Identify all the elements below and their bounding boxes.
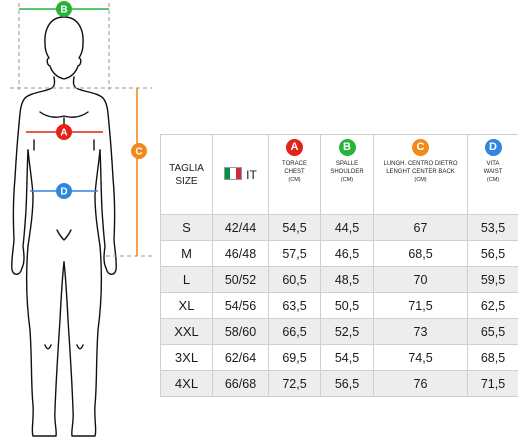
table-row: XXL 58/60 66,5 52,5 73 65,5 bbox=[160, 318, 518, 345]
table-row: 3XL 62/64 69,5 54,5 74,5 68,5 bbox=[160, 344, 518, 371]
cell-chest: 72,5 bbox=[268, 370, 321, 397]
cell-shoulder: 46,5 bbox=[320, 240, 374, 267]
cell-it: 58/60 bbox=[212, 318, 269, 345]
marker-b-badge: B bbox=[338, 139, 356, 156]
cell-length: 76 bbox=[373, 370, 468, 397]
marker-d-label: D bbox=[60, 187, 67, 198]
cell-length: 68,5 bbox=[373, 240, 468, 267]
cell-it: 54/56 bbox=[212, 292, 269, 319]
cell-it: 46/48 bbox=[212, 240, 269, 267]
marker-c-badge: C bbox=[412, 139, 429, 156]
table-header-row: TAGLIA SIZE IT A TORACE CHEST (CM) B SPA… bbox=[160, 134, 518, 215]
table-row: S 42/44 54,5 44,5 67 53,5 bbox=[160, 214, 518, 241]
table-row: 4XL 66/68 72,5 56,5 76 71,5 bbox=[160, 370, 518, 397]
table-row: XL 54/56 63,5 50,5 71,5 62,5 bbox=[160, 292, 518, 319]
table-row: M 46/48 57,5 46,5 68,5 56,5 bbox=[160, 240, 518, 267]
cell-waist: 65,5 bbox=[467, 318, 518, 345]
cell-it: 50/52 bbox=[212, 266, 269, 293]
marker-a-badge: A bbox=[286, 139, 303, 156]
cell-it: 62/64 bbox=[212, 344, 269, 371]
header-chest: A TORACE CHEST (CM) bbox=[268, 134, 321, 215]
cell-waist: 68,5 bbox=[467, 344, 518, 371]
marker-b-label: B bbox=[60, 5, 67, 16]
cell-chest: 69,5 bbox=[268, 344, 321, 371]
cell-size: M bbox=[160, 240, 213, 267]
cell-waist: 71,5 bbox=[467, 370, 518, 397]
cell-size: 3XL bbox=[160, 344, 213, 371]
cell-chest: 57,5 bbox=[268, 240, 321, 267]
marker-a-label: A bbox=[60, 128, 67, 139]
header-waist: D VITA WAIST (CM) bbox=[467, 134, 518, 215]
cell-waist: 56,5 bbox=[467, 240, 518, 267]
shoulder-measure-line: B bbox=[18, 1, 110, 90]
body-measurement-figure: B C A D bbox=[10, 1, 152, 437]
cell-chest: 54,5 bbox=[268, 214, 321, 241]
cell-chest: 60,5 bbox=[268, 266, 321, 293]
human-outline-icon bbox=[11, 16, 117, 437]
cell-length: 70 bbox=[373, 266, 468, 293]
waist-measure-line: D bbox=[30, 183, 98, 199]
cell-size: 4XL bbox=[160, 370, 213, 397]
cell-shoulder: 48,5 bbox=[320, 266, 374, 293]
cell-shoulder: 56,5 bbox=[320, 370, 374, 397]
cell-chest: 63,5 bbox=[268, 292, 321, 319]
cell-shoulder: 50,5 bbox=[320, 292, 374, 319]
cell-size: XXL bbox=[160, 318, 213, 345]
chest-measure-line: A bbox=[26, 124, 103, 140]
length-measure-line: C bbox=[10, 87, 152, 257]
cell-chest: 66,5 bbox=[268, 318, 321, 345]
table-row: L 50/52 60,5 48,5 70 59,5 bbox=[160, 266, 518, 293]
cell-shoulder: 44,5 bbox=[320, 214, 374, 241]
cell-length: 67 bbox=[373, 214, 468, 241]
cell-length: 74,5 bbox=[373, 344, 468, 371]
marker-c-label: C bbox=[135, 147, 142, 158]
cell-waist: 53,5 bbox=[467, 214, 518, 241]
cell-size: S bbox=[160, 214, 213, 241]
marker-d-badge: D bbox=[484, 139, 502, 156]
cell-waist: 59,5 bbox=[467, 266, 518, 293]
cell-waist: 62,5 bbox=[467, 292, 518, 319]
header-shoulder: B SPALLE SHOULDER (CM) bbox=[320, 134, 374, 215]
header-it: IT bbox=[212, 134, 269, 215]
italian-flag-icon bbox=[224, 167, 243, 180]
cell-it: 42/44 bbox=[212, 214, 269, 241]
cell-shoulder: 52,5 bbox=[320, 318, 374, 345]
header-size: TAGLIA SIZE bbox=[160, 134, 213, 215]
cell-size: XL bbox=[160, 292, 213, 319]
cell-length: 73 bbox=[373, 318, 468, 345]
cell-size: L bbox=[160, 266, 213, 293]
header-length: C LUNGH. CENTRO DIETRO LENGHT CENTER BAC… bbox=[373, 134, 468, 215]
cell-length: 71,5 bbox=[373, 292, 468, 319]
cell-shoulder: 54,5 bbox=[320, 344, 374, 371]
size-chart-table: TAGLIA SIZE IT A TORACE CHEST (CM) B SPA… bbox=[160, 134, 518, 397]
cell-it: 66/68 bbox=[212, 370, 269, 397]
